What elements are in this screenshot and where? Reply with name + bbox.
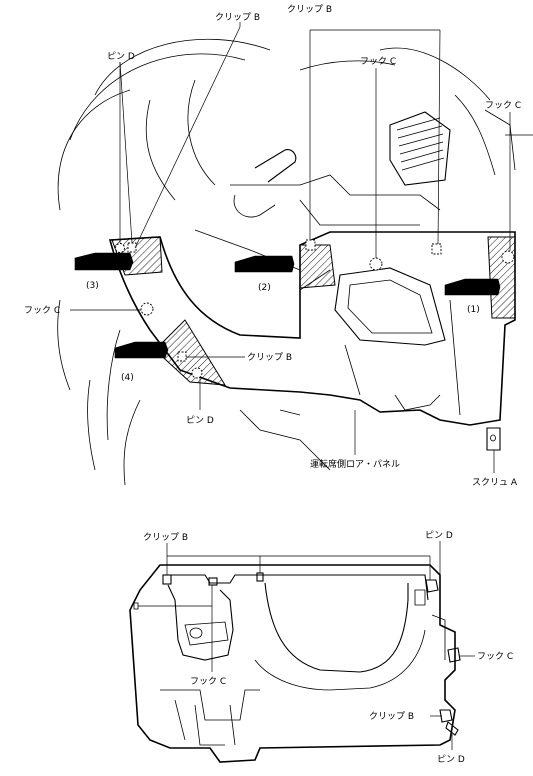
step-number: (3) — [86, 281, 99, 291]
clip-b-label: クリップ B — [287, 4, 332, 15]
hook-c-part — [447, 647, 461, 663]
leader-lines — [70, 22, 511, 473]
arrow-icon — [114, 341, 169, 359]
clip-b-label: クリップ B — [143, 532, 188, 543]
pin-d-marker — [191, 367, 203, 379]
hook-c-label: フック C — [477, 651, 513, 662]
clip-b-label: クリップ B — [215, 12, 260, 23]
arrow-icon — [444, 278, 501, 296]
clip-b-marker — [177, 351, 187, 362]
pin-d-label: ピン D — [186, 415, 214, 426]
clip-b-marker — [127, 242, 137, 253]
step-number: (2) — [258, 283, 271, 293]
pin-d-label: ピン D — [107, 51, 135, 62]
step-number: (1) — [467, 305, 480, 315]
step-number: (4) — [121, 373, 134, 383]
arrow-icon — [234, 255, 295, 273]
clip-b-marker — [431, 243, 442, 255]
clip-b-marker — [305, 239, 316, 251]
hook-c-label: フック C — [24, 305, 60, 316]
driver-lower-panel — [108, 231, 516, 451]
arrow-icon — [74, 252, 134, 271]
hook-c-label: フック C — [360, 56, 396, 67]
clip-b-part — [208, 577, 218, 586]
clip-b-part — [256, 572, 264, 582]
clip-b-label: クリップ B — [247, 352, 292, 363]
clip-b-label: クリップ B — [369, 711, 414, 722]
hook-c-label: フック C — [190, 676, 226, 687]
hook-c-label: フック C — [485, 100, 521, 111]
removal-arrows — [74, 252, 501, 359]
panel-name-label: 運転席側ロア・パネル — [310, 458, 400, 470]
clip-b-part — [162, 574, 172, 585]
pin-d-label: ピン D — [437, 754, 465, 765]
pin-d-part — [425, 579, 439, 593]
pin-d-marker — [115, 243, 125, 253]
dashboard-context — [57, 38, 533, 486]
hook-c-marker — [140, 302, 154, 316]
clip-b-part — [439, 709, 453, 723]
fastener-markers — [115, 239, 515, 379]
top-view: クリップ B クリップ B ピン D フック C フック C フック C クリッ… — [24, 4, 533, 488]
bottom-leader-lines — [138, 541, 475, 750]
hook-c-marker — [369, 257, 383, 271]
hook-c-marker — [501, 250, 515, 264]
pin-d-label: ピン D — [425, 530, 453, 541]
pin-d-part — [445, 721, 459, 736]
screw-a-label: スクリュ A — [472, 477, 518, 488]
bottom-view: クリップ B ピン D フック C フック C クリップ B ピン D — [129, 530, 513, 765]
